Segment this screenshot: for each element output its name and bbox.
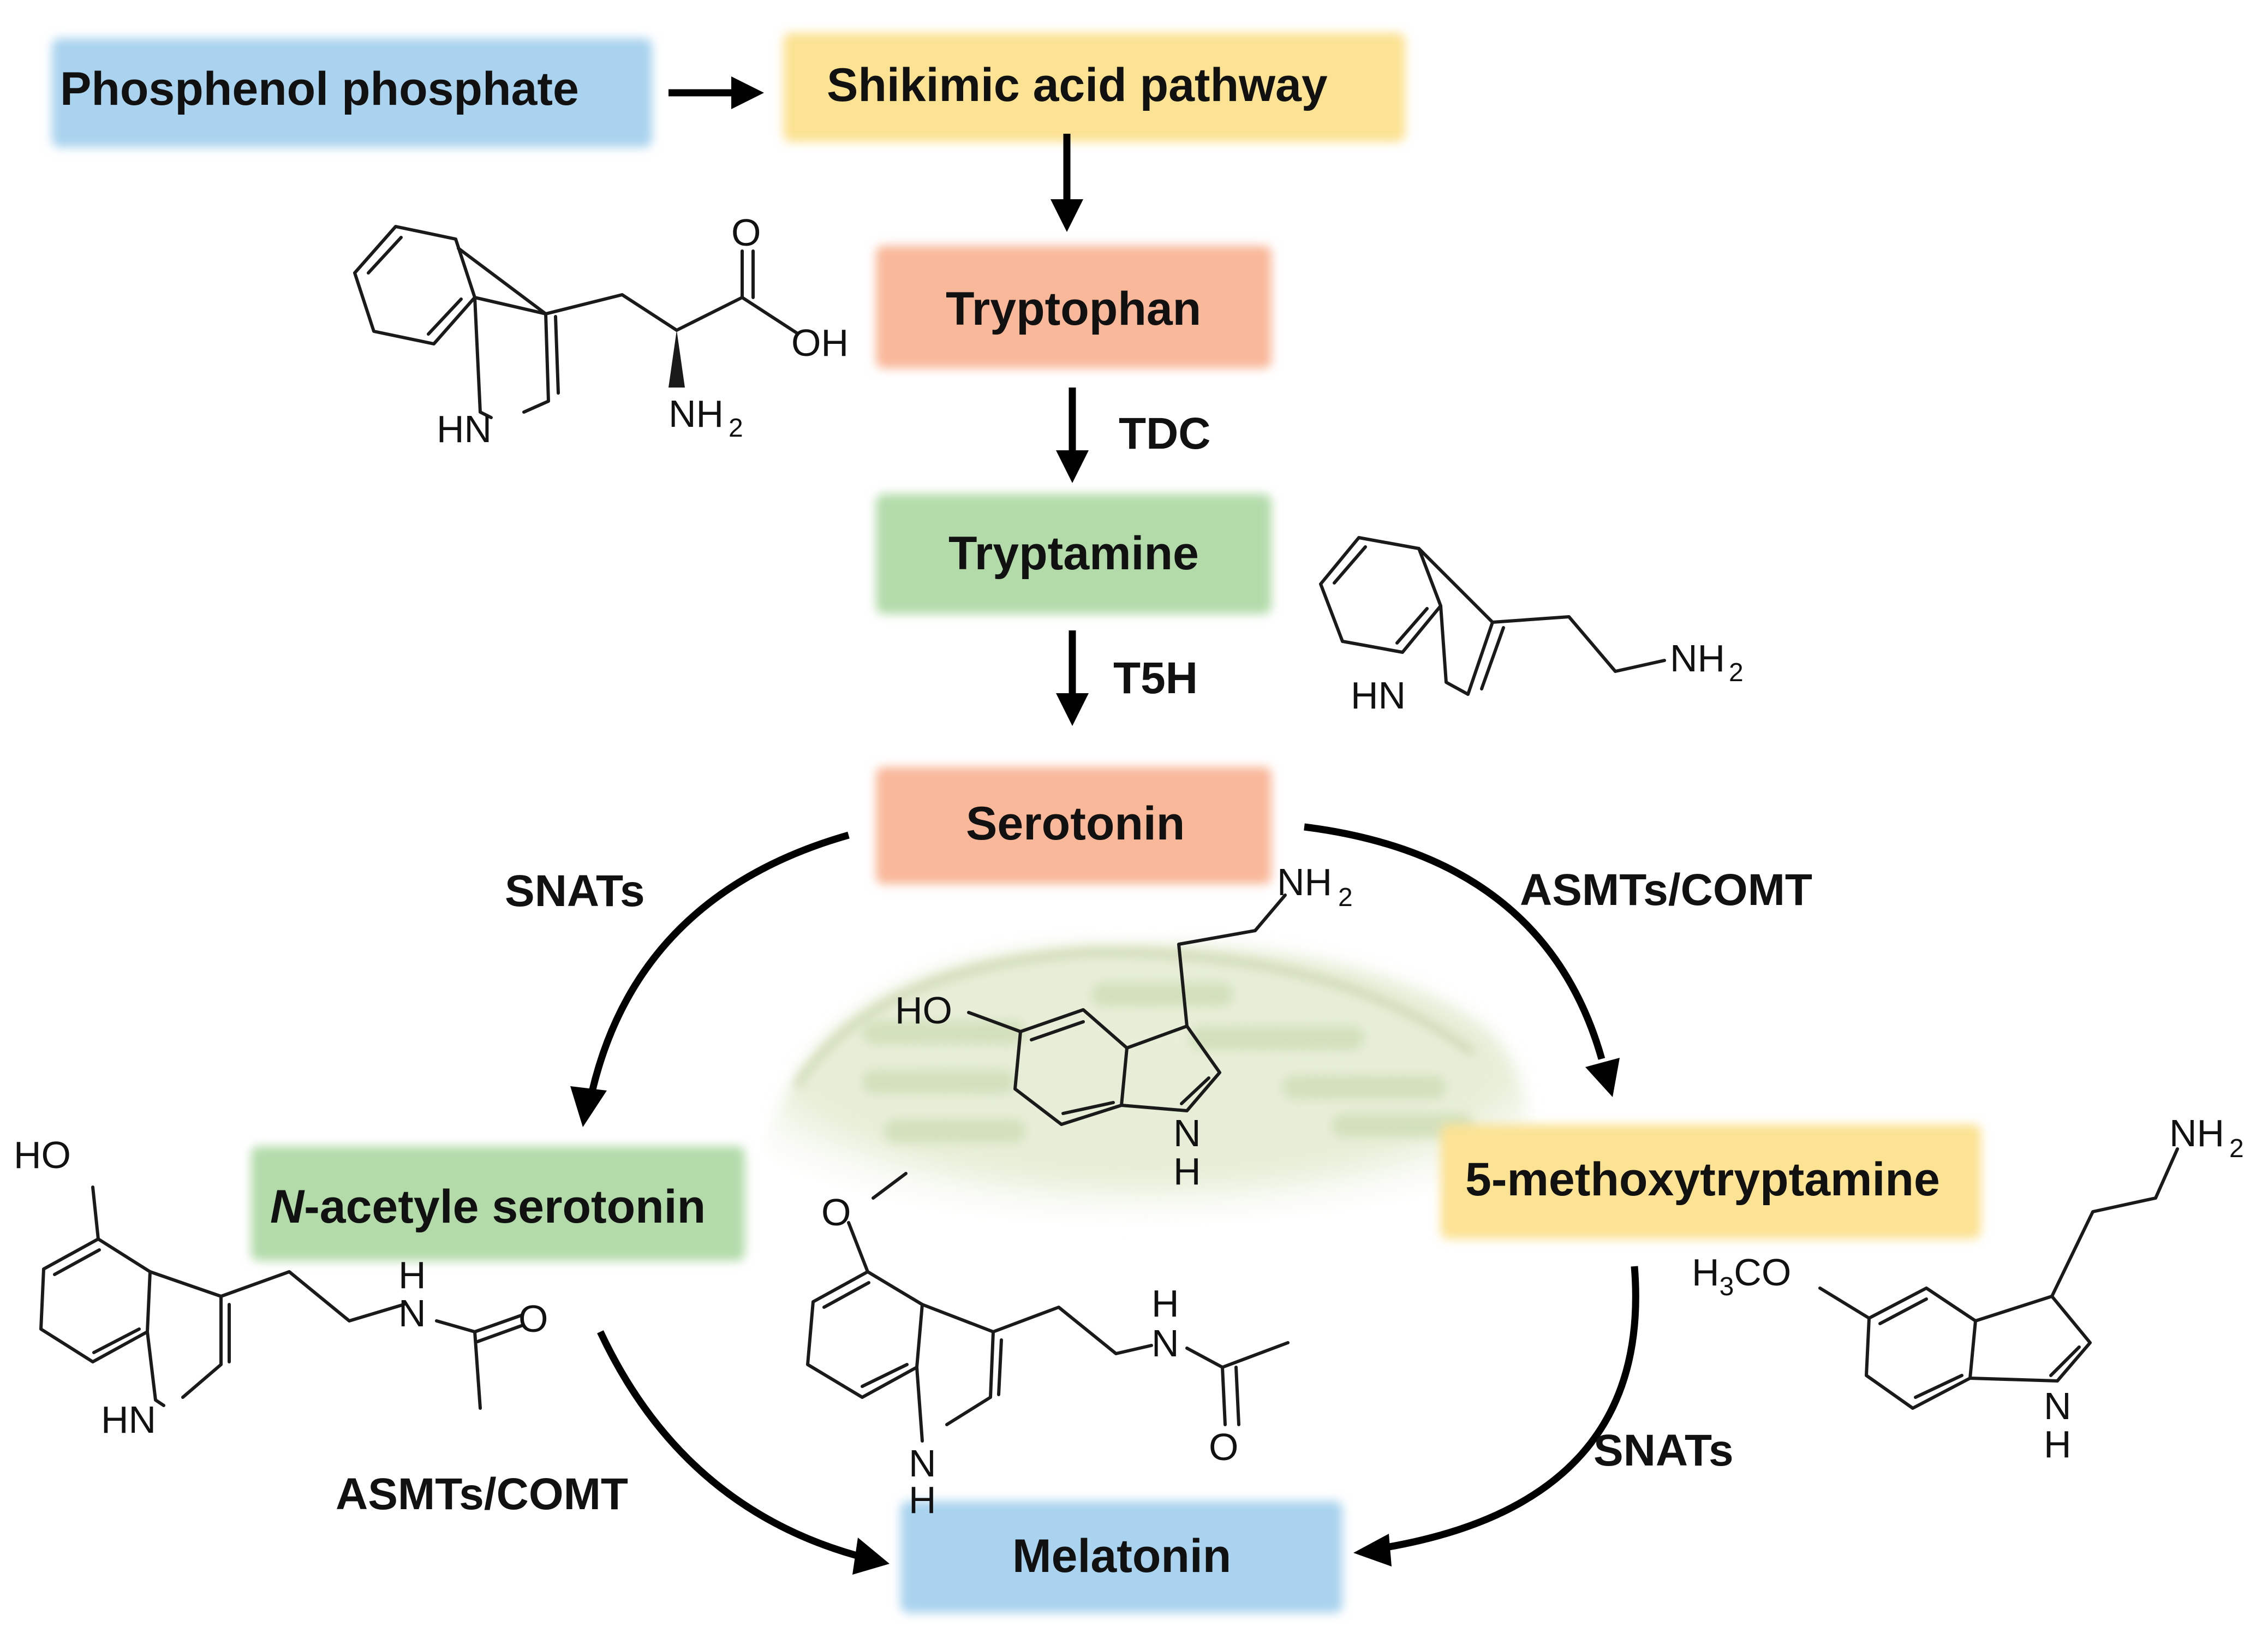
svg-text:O: O <box>1209 1426 1238 1468</box>
arrow-tryptamine-to-serotonin <box>1056 630 1089 726</box>
svg-text:NH: NH <box>1670 637 1725 680</box>
node-box-tryptamine <box>876 494 1272 614</box>
enzyme-snats-left-label: SNATs <box>505 866 645 916</box>
svg-text:HN: HN <box>437 408 492 450</box>
node-tryptamine: Tryptamine <box>948 527 1199 580</box>
svg-text:O: O <box>731 211 761 254</box>
arrow-shikimic-to-tryptophan <box>1051 134 1083 232</box>
node-5-methoxytryptamine: 5-methoxytryptamine <box>1465 1153 1940 1206</box>
n-acetyl-serotonin-structure: HO H N O HN <box>14 1134 548 1441</box>
svg-text:OH: OH <box>791 321 849 364</box>
arrow-nas-to-melatonin <box>597 1330 890 1575</box>
node-serotonin: Serotonin <box>966 797 1185 850</box>
node-boxes <box>52 33 1981 1613</box>
arrow-serotonin-to-nas <box>570 831 850 1127</box>
node-box-phosphenol <box>52 38 652 147</box>
node-n-acetyl-serotonin: N-acetyle serotonin <box>270 1181 706 1233</box>
svg-text:NH: NH <box>2169 1112 2224 1154</box>
svg-text:H: H <box>398 1254 426 1296</box>
svg-text:HN: HN <box>1351 674 1406 717</box>
node-melatonin: Melatonin <box>1012 1530 1231 1582</box>
node-box-shikimic <box>783 33 1405 142</box>
enzyme-asmt-comt-bottom-left-label: ASMTs/COMT <box>336 1469 628 1519</box>
svg-text:HO: HO <box>14 1134 71 1176</box>
arrow-tryptophan-to-tryptamine <box>1056 388 1089 483</box>
enzyme-t5h-label: T5H <box>1113 653 1198 703</box>
pathway-arrows <box>570 76 1639 1575</box>
svg-text:H3CO: H3CO <box>1692 1251 1791 1301</box>
svg-text:N: N <box>909 1442 936 1485</box>
svg-text:N: N <box>1173 1112 1201 1154</box>
svg-text:2: 2 <box>729 414 743 443</box>
node-shikimic-acid-pathway: Shikimic acid pathway <box>827 59 1328 111</box>
node-box-methoxy <box>1441 1124 1981 1239</box>
nas-rest: -acetyle serotonin <box>304 1181 706 1233</box>
arrow-serotonin-to-methoxy <box>1304 823 1620 1097</box>
arrow-methoxy-to-melatonin <box>1353 1266 1639 1566</box>
enzyme-snats-bottom-right-label: SNATs <box>1593 1426 1734 1475</box>
enzyme-tdc-label: TDC <box>1119 409 1211 458</box>
5-methoxytryptamine-structure: H3CO NH 2 N H <box>1692 1112 2244 1466</box>
svg-text:HN: HN <box>101 1398 156 1441</box>
svg-text:H: H <box>1151 1282 1179 1325</box>
svg-text:H: H <box>1173 1150 1201 1193</box>
node-box-nas <box>251 1146 745 1261</box>
enzyme-asmt-comt-right-label: ASMTs/COMT <box>1520 865 1812 915</box>
node-box-tryptophan <box>876 246 1272 368</box>
svg-text:2: 2 <box>1338 883 1353 912</box>
tryptamine-structure: HN NH 2 <box>1319 536 1744 717</box>
svg-text:N: N <box>1151 1322 1179 1365</box>
node-box-melatonin <box>900 1501 1342 1613</box>
tryptophan-structure: O OH HN NH 2 <box>353 211 849 450</box>
svg-text:NH: NH <box>669 392 724 435</box>
svg-text:2: 2 <box>2229 1134 2244 1163</box>
svg-text:N: N <box>398 1292 426 1335</box>
svg-text:NH: NH <box>1277 861 1332 903</box>
chloroplast-illustration <box>764 943 1530 1223</box>
n-prefix: N <box>270 1181 305 1233</box>
svg-text:H: H <box>909 1479 936 1521</box>
arrow-phosphenol-to-shikimic <box>669 76 764 109</box>
node-box-serotonin <box>876 767 1272 884</box>
svg-text:O: O <box>518 1297 548 1340</box>
svg-text:O: O <box>821 1191 851 1234</box>
svg-text:H: H <box>2044 1423 2072 1466</box>
node-phosphenol-phosphate: Phosphenol phosphate <box>60 63 579 115</box>
svg-text:N: N <box>2044 1385 2072 1427</box>
melatonin-structure: O H N O N H <box>806 1172 1290 1521</box>
node-tryptophan: Tryptophan <box>946 283 1201 335</box>
svg-text:HO: HO <box>895 989 952 1032</box>
serotonin-structure: HO NH 2 N H <box>895 861 1353 1193</box>
svg-text:2: 2 <box>1729 658 1744 687</box>
